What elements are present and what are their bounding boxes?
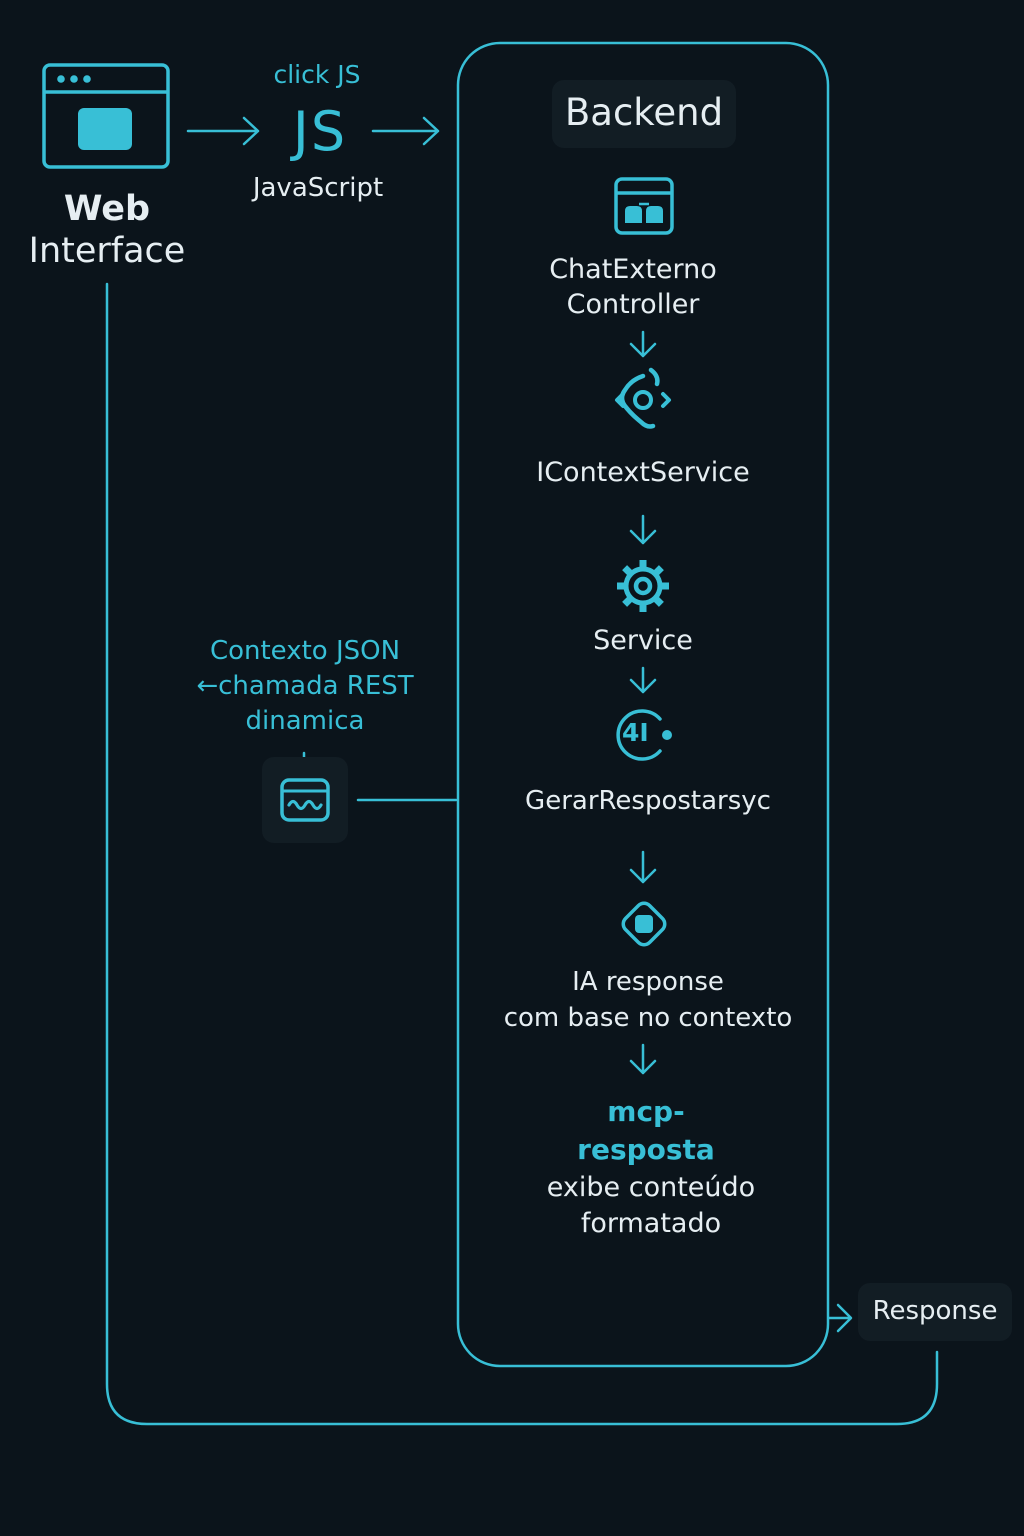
- rest-call-tile: [262, 757, 348, 843]
- web-interface-line1: Web: [63, 189, 151, 229]
- mcp-resposta-title: mcp- resposta: [526, 1093, 766, 1169]
- click-js-label: click JS: [273, 60, 361, 89]
- mcp-desc-line2: formatado: [580, 1208, 722, 1239]
- service-label: Service: [593, 625, 693, 656]
- backend-title: Backend: [564, 91, 724, 134]
- controller-line2: Controller: [566, 289, 700, 320]
- mcp-resposta-description: exibe conteúdo formatado: [506, 1170, 796, 1242]
- arrow-step-2: [629, 514, 657, 545]
- arrow-web-to-js: [186, 116, 260, 146]
- controller-line1: ChatExterno: [549, 254, 717, 285]
- rest-line3: dinamica: [245, 706, 365, 736]
- backend-container: [456, 41, 830, 1368]
- arrow-to-response: [827, 1303, 853, 1333]
- ia-response-line1: IA response: [572, 967, 724, 997]
- response-label: Response: [872, 1296, 998, 1326]
- response-pill: [858, 1283, 1012, 1341]
- ia-response-label: IA response com base no contexto: [488, 964, 808, 1036]
- mcp-title-line2: resposta: [577, 1133, 715, 1166]
- ai-icon-text: 4I: [622, 718, 649, 747]
- arrow-step-1: [629, 330, 657, 358]
- web-interface-line2: Interface: [28, 231, 186, 271]
- arrow-js-to-backend: [371, 116, 440, 146]
- rest-call-icon: [280, 778, 330, 822]
- mcp-desc-line1: exibe conteúdo: [546, 1172, 756, 1203]
- backend-title-pill: [552, 80, 736, 148]
- browser-window-icon: [42, 63, 170, 169]
- gerar-label: GerarRespostarsyc: [525, 786, 771, 816]
- context-service-icon: [615, 367, 671, 429]
- arrow-step-5: [629, 1043, 657, 1075]
- rest-line2: ←chamada REST: [196, 671, 414, 701]
- mcp-title-line1: mcp-: [607, 1095, 685, 1128]
- javascript-label: JavaScript: [252, 173, 384, 203]
- controller-icon: [614, 177, 674, 235]
- context-service-label: IContextService: [536, 457, 750, 488]
- js-logo: JS: [292, 100, 348, 163]
- arrow-step-3: [629, 666, 657, 694]
- gear-icon: [617, 560, 669, 612]
- rest-call-label: Contexto JSON ←chamada REST dinamica: [180, 634, 430, 739]
- controller-label: ChatExterno Controller: [503, 252, 763, 322]
- ai-icon: [616, 709, 672, 761]
- return-loop-line: [105, 282, 939, 1426]
- ia-response-line2: com base no contexto: [503, 1003, 793, 1033]
- rest-line1: Contexto JSON: [209, 636, 401, 666]
- arrow-step-4: [629, 850, 657, 884]
- web-interface-label: Web Interface: [12, 188, 202, 272]
- ia-response-icon: [621, 901, 667, 947]
